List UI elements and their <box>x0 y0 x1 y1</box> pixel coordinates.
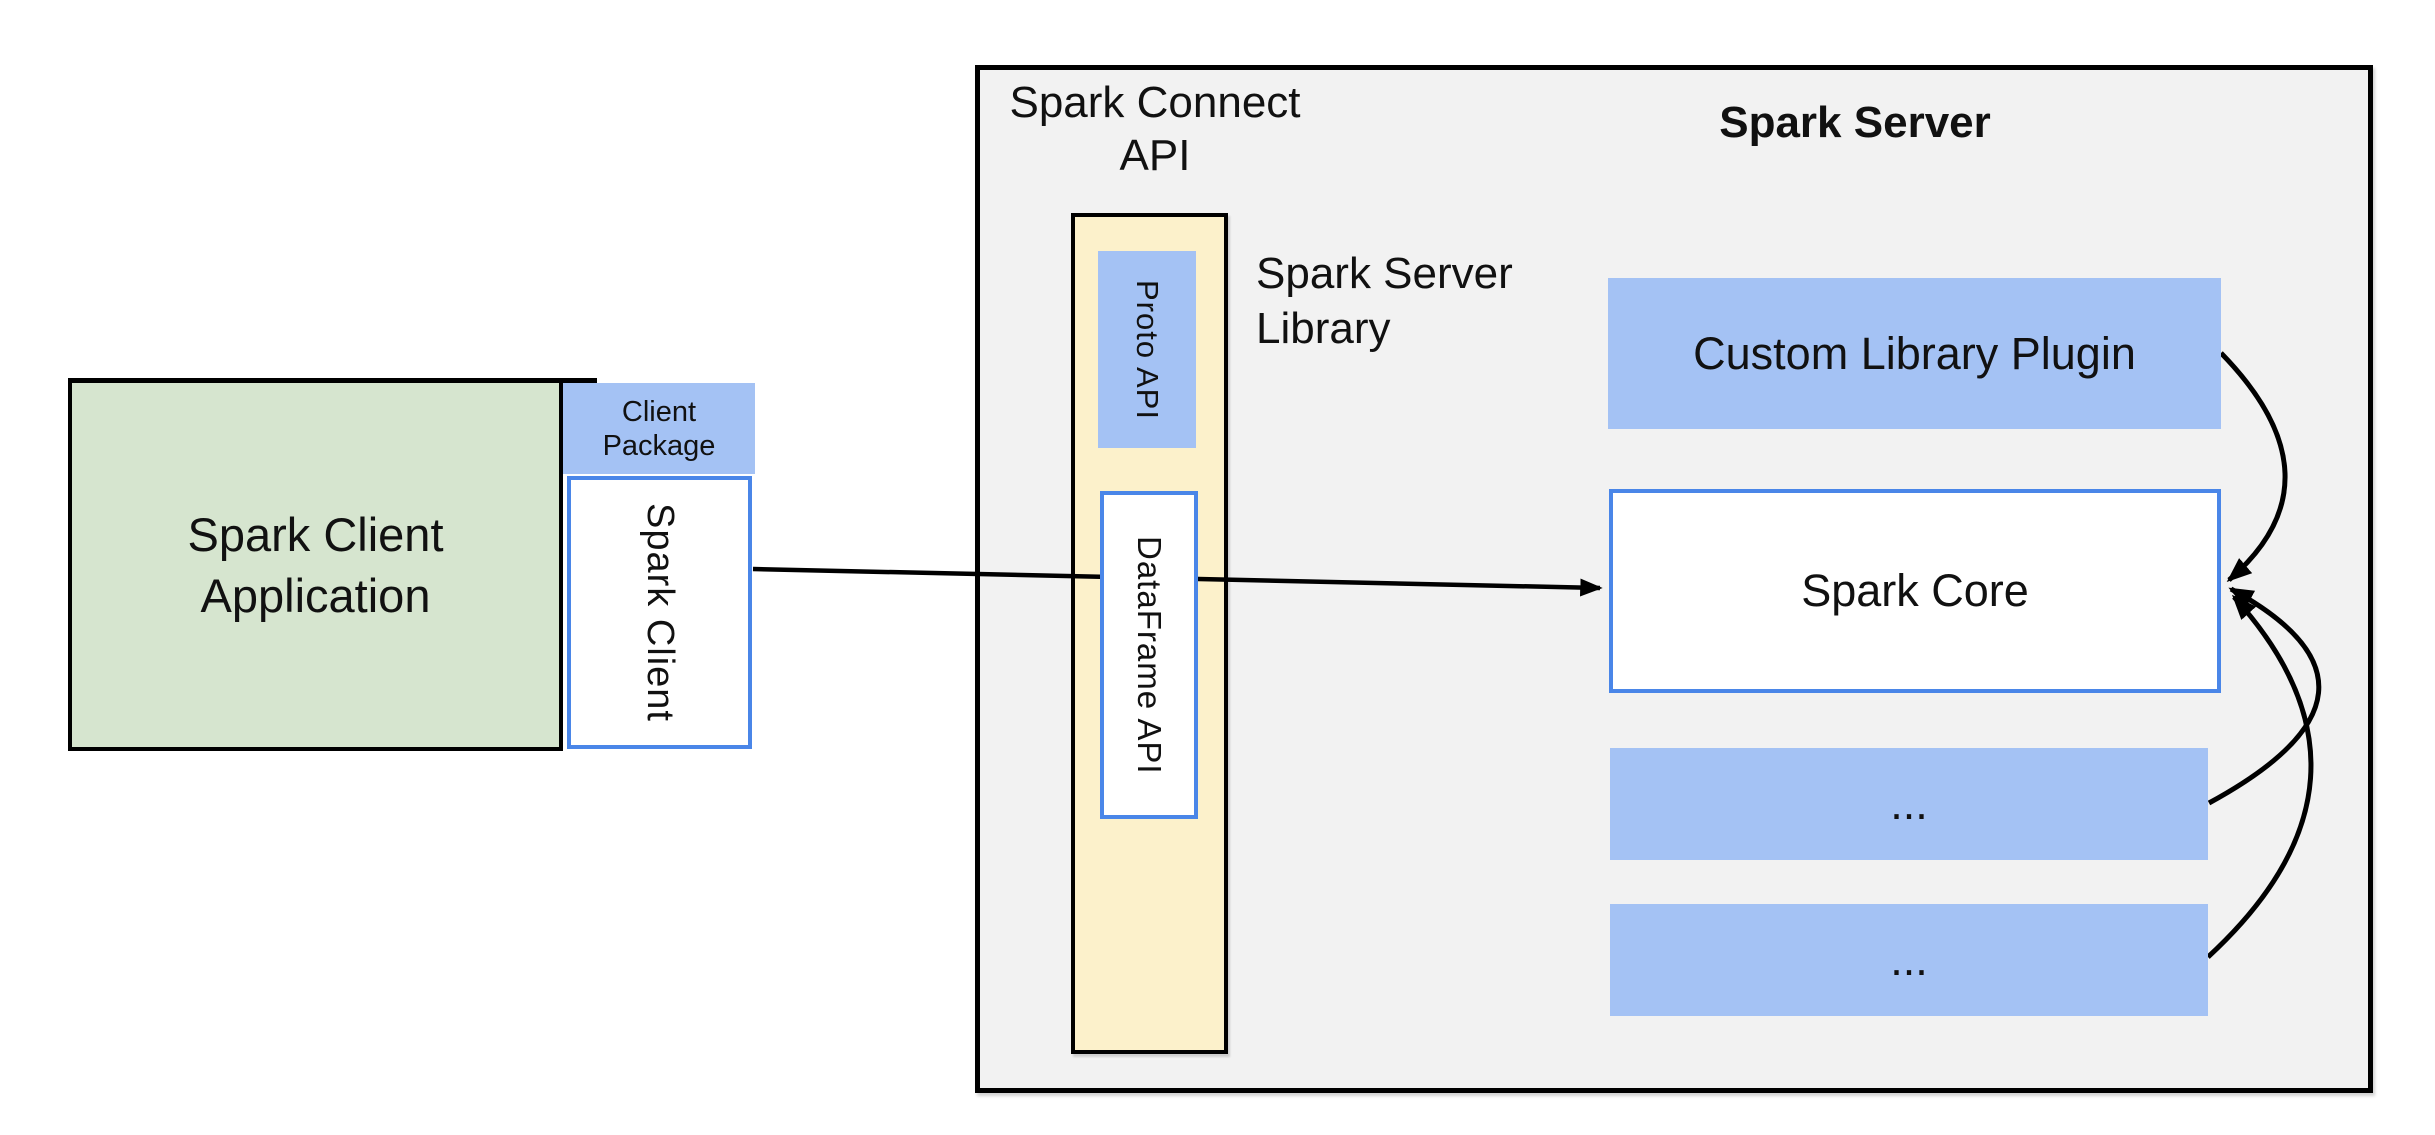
library-slot-1-box: ... <box>1610 748 2208 860</box>
client-package-box: Client Package <box>563 383 755 474</box>
spark-client-label: Spark Client <box>639 503 681 722</box>
library-slot-2-label: ... <box>1890 934 1928 985</box>
library-slot-2-box: ... <box>1610 904 2208 1016</box>
spark-connect-api-label: Spark Connect API <box>1009 78 1301 180</box>
spark-core-box: Spark Core <box>1609 489 2221 693</box>
spark-server-library-label: Spark Server Library <box>1256 249 1513 353</box>
custom-library-plugin-box: Custom Library Plugin <box>1608 278 2221 429</box>
spark-client-application-box: Spark Client Application <box>68 378 563 751</box>
spark-client-box: Spark Client <box>567 476 752 749</box>
client-package-label: Client Package <box>602 395 716 462</box>
spark-server-title: Spark Server <box>1719 98 1991 147</box>
library-slot-1-label: ... <box>1890 778 1928 829</box>
proto-api-box: Proto API <box>1098 251 1196 448</box>
spark-core-label: Spark Core <box>1801 565 2029 616</box>
spark-client-application-label: Spark Client Application <box>187 508 444 622</box>
proto-api-label: Proto API <box>1130 279 1165 420</box>
green-border-overlap-line <box>563 378 597 383</box>
dataframe-api-label: DataFrame API <box>1131 535 1168 775</box>
dataframe-api-box: DataFrame API <box>1100 491 1198 819</box>
custom-library-plugin-label: Custom Library Plugin <box>1693 327 2136 379</box>
